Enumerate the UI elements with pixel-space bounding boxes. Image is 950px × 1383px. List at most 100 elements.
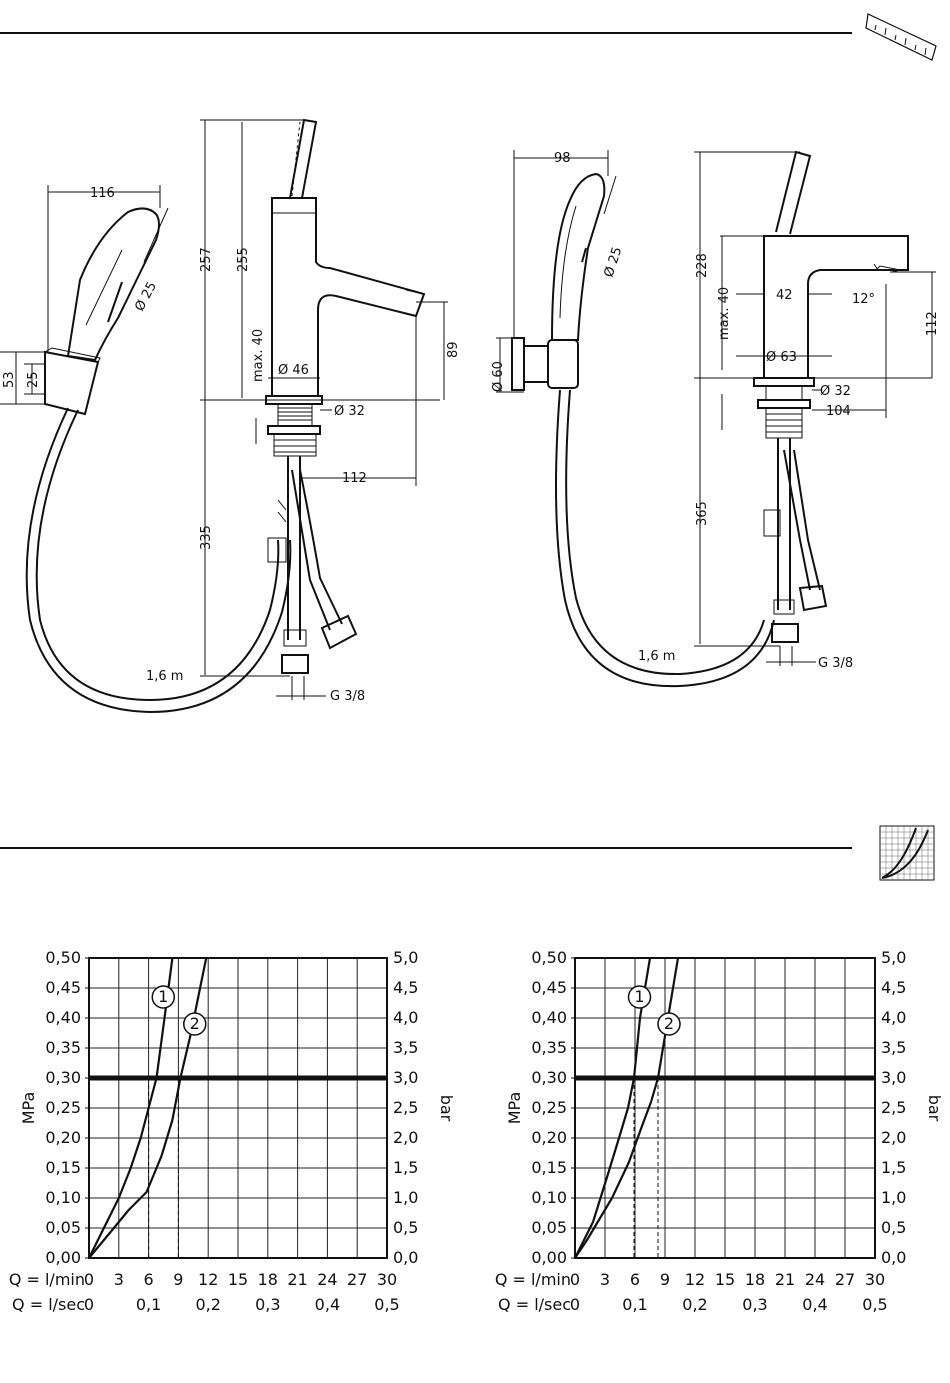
dim-dia-25-right: Ø 25 — [602, 245, 626, 279]
tick-label-lmin: 6 — [630, 1270, 640, 1289]
tick-label-lsec: 0,2 — [195, 1295, 220, 1314]
series-curve-2 — [88, 957, 208, 1259]
tick-label-bar: 4,5 — [393, 978, 418, 997]
tick-label-lmin: 12 — [685, 1270, 705, 1289]
tick-label-lsec: 0,4 — [802, 1295, 827, 1314]
right-tap-body — [753, 150, 909, 643]
tick-label-lmin: 9 — [660, 1270, 670, 1289]
right-dimension-labels: 98 Ø 25 Ø 60 228 max. 40 42 12° 112 Ø 63… — [491, 151, 940, 671]
series-label-1: 1 — [634, 987, 644, 1006]
tick-label-mpa: 0,45 — [531, 978, 567, 997]
dim-257: 257 — [199, 247, 214, 272]
axis-label-mpa: MPa — [19, 1092, 38, 1125]
right-dimension-lines — [496, 150, 936, 666]
dim-365: 365 — [695, 501, 710, 526]
tick-label-lmin: 15 — [228, 1270, 248, 1289]
dim-104: 104 — [826, 404, 851, 419]
tick-label-mpa: 0,00 — [45, 1248, 81, 1267]
tick-label-lmin: 24 — [805, 1270, 825, 1289]
series-marker-1 — [151, 985, 176, 1009]
series-curve-1 — [574, 957, 652, 1259]
dim-dia-46: Ø 46 — [278, 363, 309, 378]
tick-label-mpa: 0,50 — [531, 948, 567, 967]
tick-label-lmin: 6 — [144, 1270, 154, 1289]
left-faucet-drawing: 116 Ø 25 53 25 257 255 max. 40 89 Ø 46 Ø… — [0, 118, 461, 714]
tick-label-bar: 2,0 — [881, 1128, 906, 1147]
dim-thread: G 3/8 — [330, 689, 365, 704]
tick-label-lsec: 0,4 — [315, 1295, 340, 1314]
tick-label-lmin: 3 — [600, 1270, 610, 1289]
series-label-2: 2 — [190, 1014, 200, 1033]
tick-label-bar: 2,5 — [393, 1098, 418, 1117]
tick-label-bar: 1,5 — [881, 1158, 906, 1177]
tick-label-bar: 3,0 — [393, 1068, 418, 1087]
axis-label-lmin: Q = l/min — [9, 1270, 85, 1289]
dim-98: 98 — [554, 151, 571, 166]
tick-label-lsec: 0,1 — [622, 1295, 647, 1314]
dim-hose-length-right: 1,6 m — [638, 649, 675, 664]
dim-53: 53 — [2, 371, 17, 388]
dim-max40-right: max. 40 — [717, 287, 732, 340]
dim-112-right: 112 — [925, 311, 940, 336]
series-label-1: 1 — [158, 987, 168, 1006]
axis-label-mpa: MPa — [505, 1092, 524, 1125]
tick-label-lmin: 21 — [287, 1270, 307, 1289]
tick-label-lmin: 21 — [775, 1270, 795, 1289]
right-hand-shower — [511, 172, 775, 688]
tick-label-bar: 0,0 — [881, 1248, 906, 1267]
tick-label-bar: 3,0 — [881, 1068, 906, 1087]
tick-label-bar: 1,0 — [393, 1188, 418, 1207]
series-curve-1 — [88, 957, 174, 1259]
dim-116: 116 — [90, 186, 115, 201]
axis-label-lsec: Q = l/sec — [12, 1295, 85, 1314]
tick-label-bar: 1,0 — [881, 1188, 906, 1207]
ruler-icon — [865, 13, 937, 61]
tick-label-lmin: 12 — [198, 1270, 218, 1289]
tick-label-lmin: 27 — [347, 1270, 367, 1289]
tick-label-lmin: 18 — [258, 1270, 278, 1289]
axis-label-lmin: Q = l/min — [495, 1270, 571, 1289]
tick-label-lmin: 9 — [173, 1270, 183, 1289]
tick-label-lmin: 15 — [715, 1270, 735, 1289]
tick-label-mpa: 0,30 — [531, 1068, 567, 1087]
dim-25b: 25 — [26, 371, 41, 388]
dim-hose-length: 1,6 m — [146, 669, 183, 684]
left-tap-body — [265, 118, 426, 674]
dim-112: 112 — [342, 471, 367, 486]
dim-dia-63: Ø 63 — [766, 350, 797, 365]
tick-label-mpa: 0,35 — [531, 1038, 567, 1057]
tick-label-bar: 2,5 — [881, 1098, 906, 1117]
tick-label-mpa: 0,15 — [45, 1158, 81, 1177]
dim-89: 89 — [446, 341, 461, 358]
flow-chart-icon — [879, 825, 935, 881]
tick-label-mpa: 0,50 — [45, 948, 81, 967]
dim-228: 228 — [695, 253, 710, 278]
tick-label-mpa: 0,05 — [45, 1218, 81, 1237]
tick-label-bar: 5,0 — [881, 948, 906, 967]
tick-label-lmin: 30 — [865, 1270, 885, 1289]
tick-label-bar: 2,0 — [393, 1128, 418, 1147]
tick-label-mpa: 0,00 — [531, 1248, 567, 1267]
tick-label-lsec: 0 — [84, 1295, 94, 1314]
dim-dia-32: Ø 32 — [334, 404, 365, 419]
tick-label-lmin: 27 — [835, 1270, 855, 1289]
tick-label-mpa: 0,05 — [531, 1218, 567, 1237]
tick-label-bar: 0,5 — [393, 1218, 418, 1237]
tick-label-lmin: 0 — [570, 1270, 580, 1289]
tick-label-lmin: 3 — [114, 1270, 124, 1289]
tick-label-mpa: 0,10 — [45, 1188, 81, 1207]
tick-label-mpa: 0,30 — [45, 1068, 81, 1087]
tick-label-lsec: 0,1 — [136, 1295, 161, 1314]
tick-label-lsec: 0,5 — [862, 1295, 887, 1314]
series-marker-1 — [627, 985, 652, 1009]
series-curve-2 — [574, 957, 680, 1259]
tick-label-lmin: 30 — [377, 1270, 397, 1289]
tick-label-lsec: 0,5 — [374, 1295, 399, 1314]
dim-12-degree: 12° — [852, 292, 875, 307]
right-faucet-drawing: 98 Ø 25 Ø 60 228 max. 40 42 12° 112 Ø 63… — [491, 150, 940, 688]
series-marker-2 — [183, 1012, 207, 1036]
tick-label-mpa: 0,35 — [45, 1038, 81, 1057]
tick-label-lmin: 18 — [745, 1270, 765, 1289]
